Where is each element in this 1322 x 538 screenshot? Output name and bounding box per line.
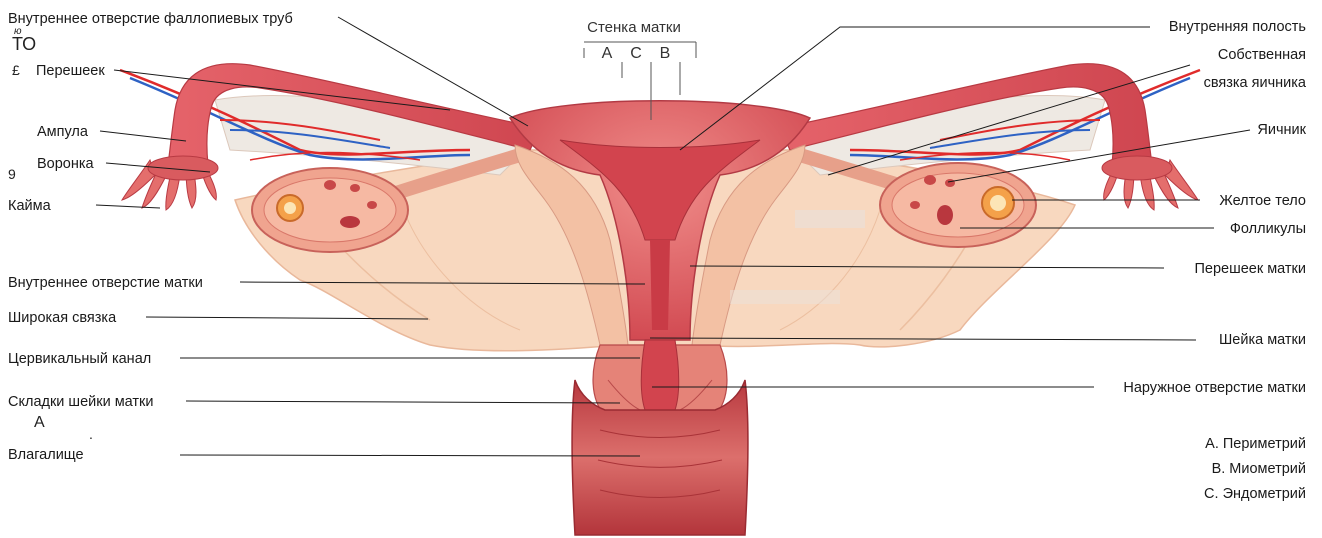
label-cervical-folds: Складки шейки матки [8, 394, 154, 410]
label-ovarian-ligament-line1: Собственная [1218, 47, 1306, 63]
left-fimbriae [122, 156, 218, 210]
label-inner-tube-opening: Внутреннее отверстие фаллопиевых труб [8, 11, 293, 27]
left-ovary [252, 168, 408, 252]
label-external-os: Наружное отверстие матки [1123, 380, 1306, 396]
artifact-a: А [34, 414, 45, 431]
wall-letter-a: A [602, 45, 613, 62]
label-cervical-canal: Цервикальный канал [8, 351, 151, 367]
right-ovary [880, 163, 1036, 247]
label-follicles: Фолликулы [1230, 221, 1306, 237]
label-uterine-cavity: Внутренняя полость [1169, 19, 1306, 35]
label-fimbriae: Кайма [8, 198, 52, 214]
wall-title: Стенка матки [587, 19, 681, 36]
label-ovarian-ligament-line2: связка яичника [1204, 75, 1307, 91]
artifact-nine: 9 [8, 166, 16, 182]
label-uterine-isthmus: Перешеек матки [1194, 261, 1306, 277]
label-vagina: Влагалище [8, 447, 84, 463]
legend-item-perimetrium: A. Периметрий [1205, 436, 1306, 452]
wall-letter-b: B [660, 45, 671, 62]
artifact-yu: ю [14, 26, 22, 37]
label-cervix: Шейка матки [1219, 332, 1306, 348]
label-corpus-luteum: Желтое тело [1219, 193, 1306, 209]
scan-artifacts: ТО ю £ 9 А . [8, 26, 93, 442]
label-ovary: Яичник [1257, 122, 1306, 138]
legend-item-endometrium: C. Эндометрий [1204, 486, 1306, 502]
right-fimbriae [1102, 156, 1198, 210]
legend-item-myometrium: B. Миометрий [1212, 461, 1306, 477]
label-internal-os: Внутреннее отверстие матки [8, 275, 203, 291]
wall-layer-legend: A. Периметрий B. Миометрий C. Эндометрий [1204, 436, 1306, 502]
label-ampulla: Ампула [37, 124, 89, 140]
illustration [120, 64, 1200, 535]
artifact-pound: £ [12, 62, 20, 78]
label-infundibulum: Воронка [37, 156, 95, 172]
label-isthmus-tube: Перешеек [36, 63, 105, 79]
artifact-dot: . [89, 426, 93, 442]
wall-letter-c: C [630, 45, 642, 62]
artifact-to: ТО [12, 34, 36, 54]
label-broad-ligament: Широкая связка [8, 310, 117, 326]
